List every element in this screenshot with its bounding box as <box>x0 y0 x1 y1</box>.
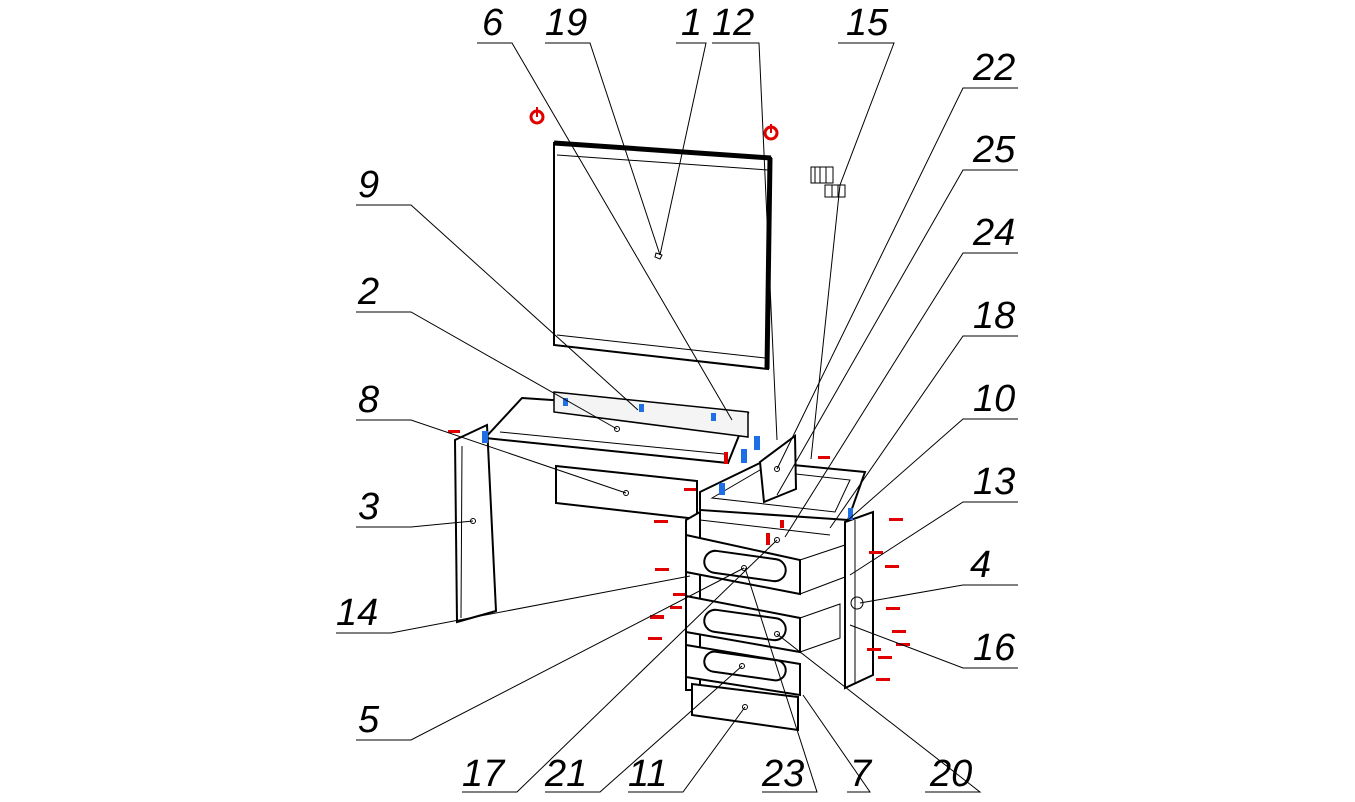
parts-drawing <box>448 107 910 732</box>
callout-22: 22 <box>972 47 1015 89</box>
desktop-panel <box>482 391 750 465</box>
hanger-icon <box>529 107 779 141</box>
drawer-bottom <box>685 643 801 697</box>
callout-17: 17 <box>462 753 506 795</box>
callout-13: 13 <box>973 461 1015 503</box>
left-side-panel <box>448 423 498 624</box>
callout-24: 24 <box>972 212 1015 254</box>
callout-18: 18 <box>973 295 1015 337</box>
callout-10: 10 <box>973 378 1015 420</box>
callout-25: 25 <box>972 129 1016 171</box>
callout-12: 12 <box>712 2 754 44</box>
callout-20: 20 <box>929 753 972 795</box>
callout-23: 23 <box>761 753 804 795</box>
bracket-icon <box>810 166 846 198</box>
mirror-panel <box>553 140 773 371</box>
leader-lines <box>336 42 1018 793</box>
callout-15: 15 <box>846 2 889 44</box>
callout-3: 3 <box>358 486 379 528</box>
callout-labels: 6 19 1 12 15 22 25 24 18 10 13 4 16 9 2 … <box>336 2 1016 795</box>
back-rail-panel <box>555 464 698 521</box>
callout-14: 14 <box>336 592 378 634</box>
callout-5: 5 <box>358 699 380 741</box>
cabinet-right-panel <box>844 508 874 690</box>
callout-8: 8 <box>358 379 379 421</box>
callout-2: 2 <box>357 271 379 313</box>
callout-9: 9 <box>358 164 379 206</box>
callout-4: 4 <box>970 544 991 586</box>
callout-21: 21 <box>544 753 587 795</box>
callout-11: 11 <box>628 753 667 795</box>
callout-19: 19 <box>545 2 587 44</box>
callout-7: 7 <box>850 753 873 795</box>
callout-16: 16 <box>973 627 1016 669</box>
screw-icon <box>648 518 910 681</box>
cabinet-top-panel <box>699 434 867 522</box>
drawer-top <box>685 519 846 596</box>
callout-6: 6 <box>482 2 504 44</box>
callout-1: 1 <box>681 2 702 44</box>
